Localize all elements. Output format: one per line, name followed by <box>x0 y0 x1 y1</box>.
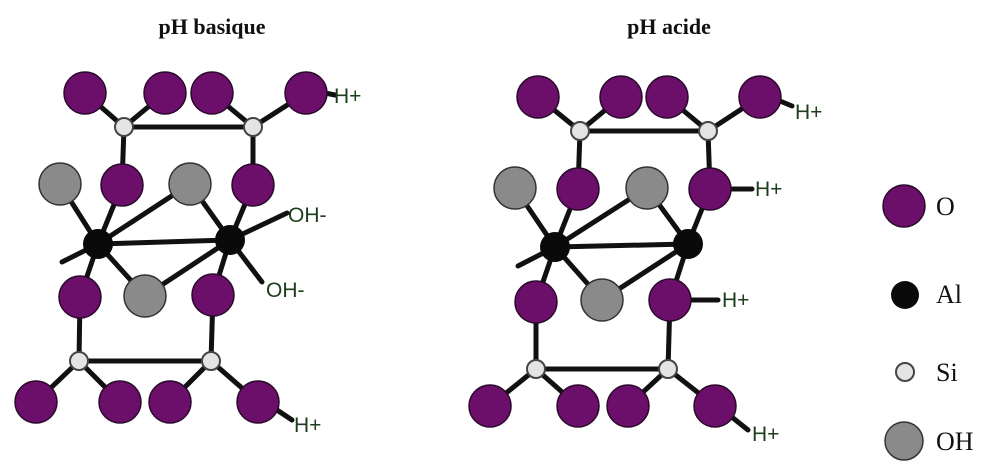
silicon-atom <box>698 121 718 141</box>
structure-ph-acide: pH acide <box>468 14 822 446</box>
silicon-atom <box>658 359 678 379</box>
oxygen-atom <box>606 384 650 428</box>
title-ph-acide: pH acide <box>627 14 711 39</box>
oxygen-atom <box>236 380 280 424</box>
oxygen-atom <box>556 384 600 428</box>
ion-label-h-plus: H+ <box>294 414 321 437</box>
legend-label-hydroxyl: OH <box>936 427 974 456</box>
oxygen-atom <box>148 380 192 424</box>
silicon-swatch <box>895 362 915 382</box>
hydroxyl-group <box>493 166 537 210</box>
oxygen-atom <box>14 380 58 424</box>
oxygen-atom <box>556 167 600 211</box>
bonds-right <box>487 94 795 433</box>
legend-item-oxygen: O <box>882 184 955 228</box>
hydroxyl-group <box>38 162 82 206</box>
aluminium-atom <box>215 225 245 255</box>
ion-label-h-plus: H+ <box>722 289 749 312</box>
oxygen-atom <box>645 75 689 119</box>
silicon-atom <box>526 359 546 379</box>
hydroxyl-group <box>580 278 624 322</box>
legend-label-silicon: Si <box>936 358 958 387</box>
ion-label-h-plus: H+ <box>795 101 822 124</box>
oxygen-atom <box>468 384 512 428</box>
oxygen-atom <box>63 71 107 115</box>
oxygen-atom <box>738 75 782 119</box>
oxygen-atom <box>514 280 558 324</box>
oxygen-atom <box>231 163 275 207</box>
hydroxyl-swatch <box>884 421 924 461</box>
legend: O Al Si OH <box>882 184 974 461</box>
oxygen-swatch <box>882 184 926 228</box>
silicon-atom <box>69 351 89 371</box>
aluminium-atom <box>540 232 570 262</box>
oxygen-atom <box>100 163 144 207</box>
title-ph-basique: pH basique <box>159 14 266 39</box>
hydroxyl-group <box>625 166 669 210</box>
aluminium-atom <box>673 229 703 259</box>
atoms-right <box>468 75 782 428</box>
ion-label-oh-minus: OH- <box>266 279 305 302</box>
legend-item-aluminium: Al <box>891 280 962 309</box>
ion-label-h-plus: H+ <box>755 178 782 201</box>
aluminium-swatch <box>891 281 919 309</box>
aluminium-atom <box>83 229 113 259</box>
oxygen-atom <box>688 167 732 211</box>
legend-label-aluminium: Al <box>936 280 962 309</box>
oxygen-atom <box>58 275 102 319</box>
oxygen-atom <box>693 384 737 428</box>
oxygen-atom <box>284 71 328 115</box>
oxygen-atom <box>191 273 235 317</box>
legend-item-silicon: Si <box>895 358 958 387</box>
legend-label-oxygen: O <box>936 192 955 221</box>
oxygen-atom <box>648 278 692 322</box>
oxygen-atom <box>143 71 187 115</box>
oxygen-atom <box>190 71 234 115</box>
silicon-atom <box>570 121 590 141</box>
ion-label-oh-minus: OH- <box>288 204 327 227</box>
oxygen-atom <box>516 75 560 119</box>
atoms-left <box>14 71 328 424</box>
hydroxyl-group <box>123 274 167 318</box>
bonds-left <box>33 90 338 423</box>
silicon-atom <box>114 117 134 137</box>
oxygen-atom <box>98 380 142 424</box>
legend-item-hydroxyl: OH <box>884 421 974 461</box>
oxygen-atom <box>599 75 643 119</box>
structure-ph-basique: pH basique <box>14 14 361 437</box>
ion-label-h-plus: H+ <box>752 423 779 446</box>
silicon-atom <box>243 117 263 137</box>
silicon-atom <box>201 351 221 371</box>
ion-label-h-plus: H+ <box>334 85 361 108</box>
hydroxyl-group <box>168 162 212 206</box>
